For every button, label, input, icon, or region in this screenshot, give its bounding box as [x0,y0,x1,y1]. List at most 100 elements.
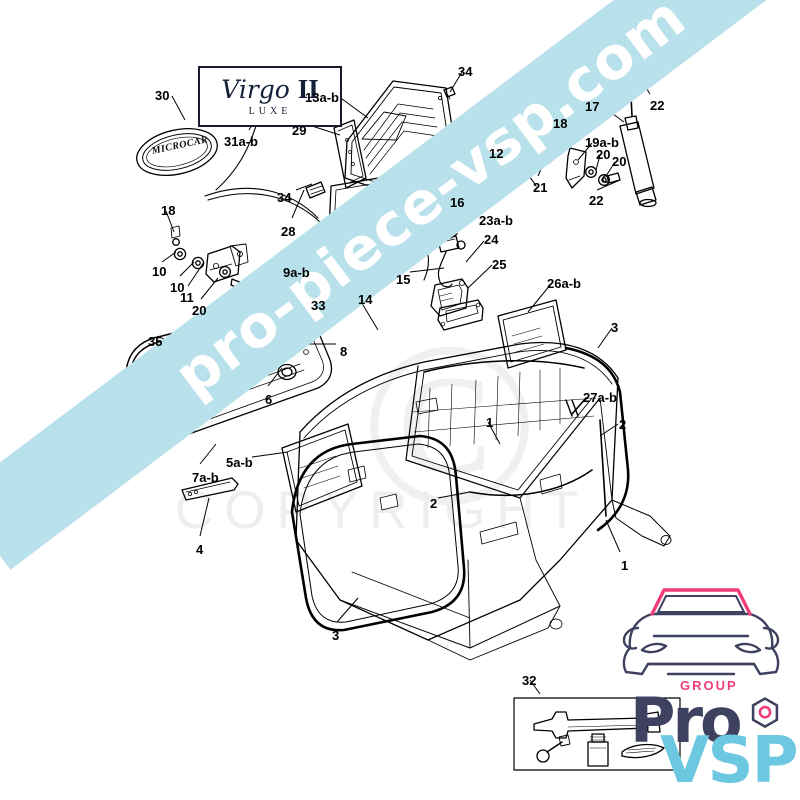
leader-line [171,95,186,121]
leader-line [457,216,478,231]
part-20-washer-a [585,166,597,178]
callout-8: 8 [340,344,348,359]
leader-line [187,261,205,287]
callout-32: 32 [522,673,537,688]
part-21-washer [540,151,554,165]
part-22-ball-stud-upper [615,66,638,79]
part-18-washer-right [542,142,554,154]
part-29-tailgate-hinge-strip [333,119,367,189]
part-20-washer-b [598,174,610,186]
badge-trim-name: LUXE [248,106,292,117]
part-35-windscreen-seal [123,302,313,397]
leader-line [465,240,485,263]
leader-line [599,423,619,437]
callout-20: 20 [192,303,207,318]
callout-35: 35 [148,334,163,349]
leader-line [295,183,313,191]
part-2-rear-screen-seal [469,397,593,497]
part-26ab-quarter-glass-right [497,299,567,369]
callout-20: 20 [612,154,627,169]
brand-group-label: GROUP [680,678,738,693]
callout-25: 25 [492,257,507,272]
callout-31ab: 31a-b [224,134,258,149]
leader-line [161,337,183,353]
callout-13ab: 13a-b [305,90,339,105]
part-19ab-strut-bracket [565,147,587,189]
leader-line [596,179,621,191]
part-16-lock-clip [442,219,458,239]
callout-17: 17 [585,99,600,114]
callout-2: 2 [430,496,438,511]
leader-line [537,157,547,177]
leader-line [161,251,177,263]
callout-4: 4 [196,542,204,557]
part-11-hinge-bracket [205,243,249,283]
leader-line [467,151,488,166]
leader-line [303,235,329,263]
callout-1: 1 [486,415,494,430]
callout-22: 22 [650,98,665,113]
site-watermark-text: pro-piece-vsp.com [161,0,699,410]
leader-line [605,519,621,553]
part-17-gas-strut [619,62,657,208]
car-outline-icon [622,588,780,676]
leader-line [199,497,210,537]
brand-pro-text: Pro [630,684,743,757]
callout-26ab: 26a-b [547,276,581,291]
copyright-text-watermark: COPYRIGHT [175,481,590,540]
callout-24: 24 [484,232,499,247]
leader-line [336,597,359,623]
callout-12: 12 [489,146,504,161]
part-15-lock-rod [437,251,453,288]
part-1-windscreen-seal [423,359,607,517]
part-13ab-tailgate-panel [344,80,456,197]
callout-30: 30 [155,88,170,103]
copyright-symbol-watermark: © [360,294,539,554]
hex-nut-icon [751,697,779,729]
callout-23ab: 23a-b [479,213,513,228]
part-10-washer-a [173,247,187,261]
callout-15: 15 [396,272,411,287]
callout-1: 1 [621,558,629,573]
part-27ab-seal-end [565,399,579,417]
part-22-ball-stud-lower [602,172,621,184]
leader-line [337,95,369,119]
part-23ab-lock-barrel [437,235,466,253]
leader-line [409,267,445,273]
callout-18: 18 [553,116,568,131]
callout-18: 18 [161,203,176,218]
part-14-scuttle-panel [137,309,333,443]
part-12-tailgate-catch [452,154,477,180]
callout-10: 10 [152,264,167,279]
leader-line [267,367,283,387]
part-24-lock-body [430,278,469,317]
microcar-oval-text: MICROCAR [150,134,210,157]
callout-29: 29 [292,123,307,138]
leader-line [179,261,195,277]
callout-3: 3 [611,320,619,335]
part-3-door-seal-right [564,346,630,532]
leader-line [311,125,341,136]
part-33-grommet [333,297,355,316]
leader-line [598,103,625,123]
leader-line [467,264,493,289]
callout-33: 33 [311,298,326,313]
callout-14: 14 [358,292,373,307]
callout-3: 3 [332,628,340,643]
leader-line [635,71,651,95]
leader-line [251,451,289,458]
brand-vsp-text: VSP [660,724,799,798]
callout-27ab: 27a-b [583,390,617,405]
leader-line [437,491,471,499]
leader-line [291,189,305,219]
callout-2: 2 [619,417,627,432]
callout-22: 22 [589,193,604,208]
leader-line [597,327,613,349]
callout-11: 11 [180,290,194,305]
callout-9ab: 9a-b [283,265,310,280]
part-10-washer-b [191,256,205,270]
callout-19ab: 19a-b [585,135,619,150]
leader-line [200,277,219,300]
part-25-striker-plate [437,299,484,331]
